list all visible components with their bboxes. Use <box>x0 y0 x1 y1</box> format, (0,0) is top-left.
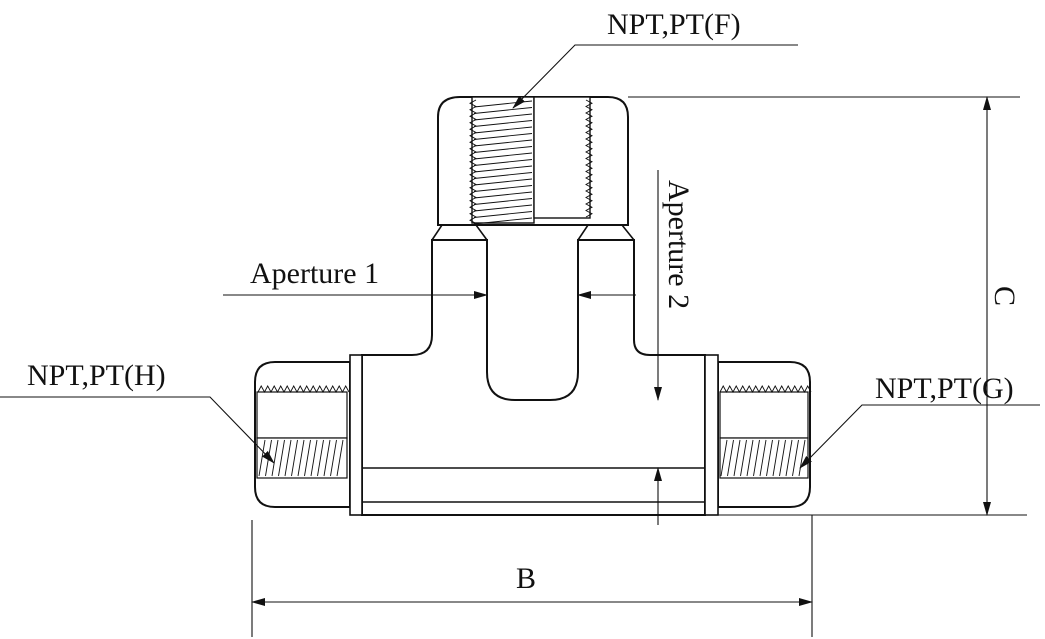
right-bore <box>719 391 809 439</box>
thread-line <box>473 204 533 212</box>
thread-line <box>727 439 734 477</box>
thread-line <box>336 439 344 477</box>
thread-line <box>473 217 533 225</box>
thread-line <box>720 439 728 477</box>
leaders <box>0 44 1040 469</box>
tee-main-outline <box>361 239 706 516</box>
top-thread-profile-right <box>585 99 593 218</box>
top-thread-lines <box>473 99 593 225</box>
thread-line <box>473 120 533 127</box>
dim-b-label: B <box>516 562 536 595</box>
thread-line <box>785 439 793 477</box>
thread-line <box>779 439 786 477</box>
tee-body <box>350 224 712 516</box>
left-thread-lines <box>258 439 344 477</box>
left-collar <box>349 354 363 516</box>
left-bore <box>256 391 348 439</box>
top-port-end <box>437 96 629 226</box>
dimensions <box>223 96 1027 637</box>
aperture1-label: Aperture 1 <box>250 257 379 290</box>
left-port-end <box>254 354 363 516</box>
thread-line <box>317 439 324 477</box>
thread-line <box>291 439 298 477</box>
left-port-leader <box>0 396 275 464</box>
thread-line <box>733 439 741 477</box>
branch-neck-left <box>431 224 488 241</box>
left-port-label: NPT,PT(H) <box>27 359 166 392</box>
thread-line <box>310 439 318 477</box>
thread-line <box>284 439 292 477</box>
branch-neck-right <box>577 224 635 241</box>
thread-line <box>759 439 767 477</box>
thread-line <box>740 439 747 477</box>
right-port-leader <box>799 404 1040 469</box>
thread-line <box>772 439 780 477</box>
thread-line <box>278 439 285 477</box>
thread-line <box>473 211 533 218</box>
thread-line <box>746 439 754 477</box>
right-thread-profile <box>719 385 812 393</box>
right-port-end <box>704 354 812 516</box>
thread-line <box>473 178 533 186</box>
dim-c-label: C <box>988 286 1021 306</box>
thread-line <box>473 113 533 121</box>
right-collar <box>704 354 719 516</box>
thread-line <box>473 185 533 192</box>
top-bore <box>533 96 591 219</box>
thread-line <box>473 133 533 140</box>
thread-line <box>473 165 533 173</box>
right-thread-lines <box>720 439 806 477</box>
thread-line <box>330 439 337 477</box>
thread-line <box>473 198 533 205</box>
thread-line <box>323 439 331 477</box>
thread-line <box>473 139 533 147</box>
thread-line <box>473 172 533 179</box>
thread-line <box>473 152 533 160</box>
thread-line <box>753 439 760 477</box>
thread-line <box>766 439 773 477</box>
thread-line <box>304 439 311 477</box>
top-port-label: NPT,PT(F) <box>607 8 741 41</box>
aperture2-label: Aperture 2 <box>662 180 695 309</box>
thread-line <box>473 191 533 199</box>
right-port-label: NPT,PT(G) <box>875 372 1014 405</box>
thread-line <box>297 439 305 477</box>
thread-line <box>271 439 279 477</box>
left-thread-profile <box>257 385 350 393</box>
thread-line <box>473 126 533 134</box>
top-port-leader <box>512 44 798 109</box>
top-thread-profile <box>469 99 477 224</box>
thread-line <box>792 439 799 477</box>
thread-line <box>473 159 533 166</box>
thread-line <box>473 146 533 153</box>
thread-line <box>258 439 266 477</box>
